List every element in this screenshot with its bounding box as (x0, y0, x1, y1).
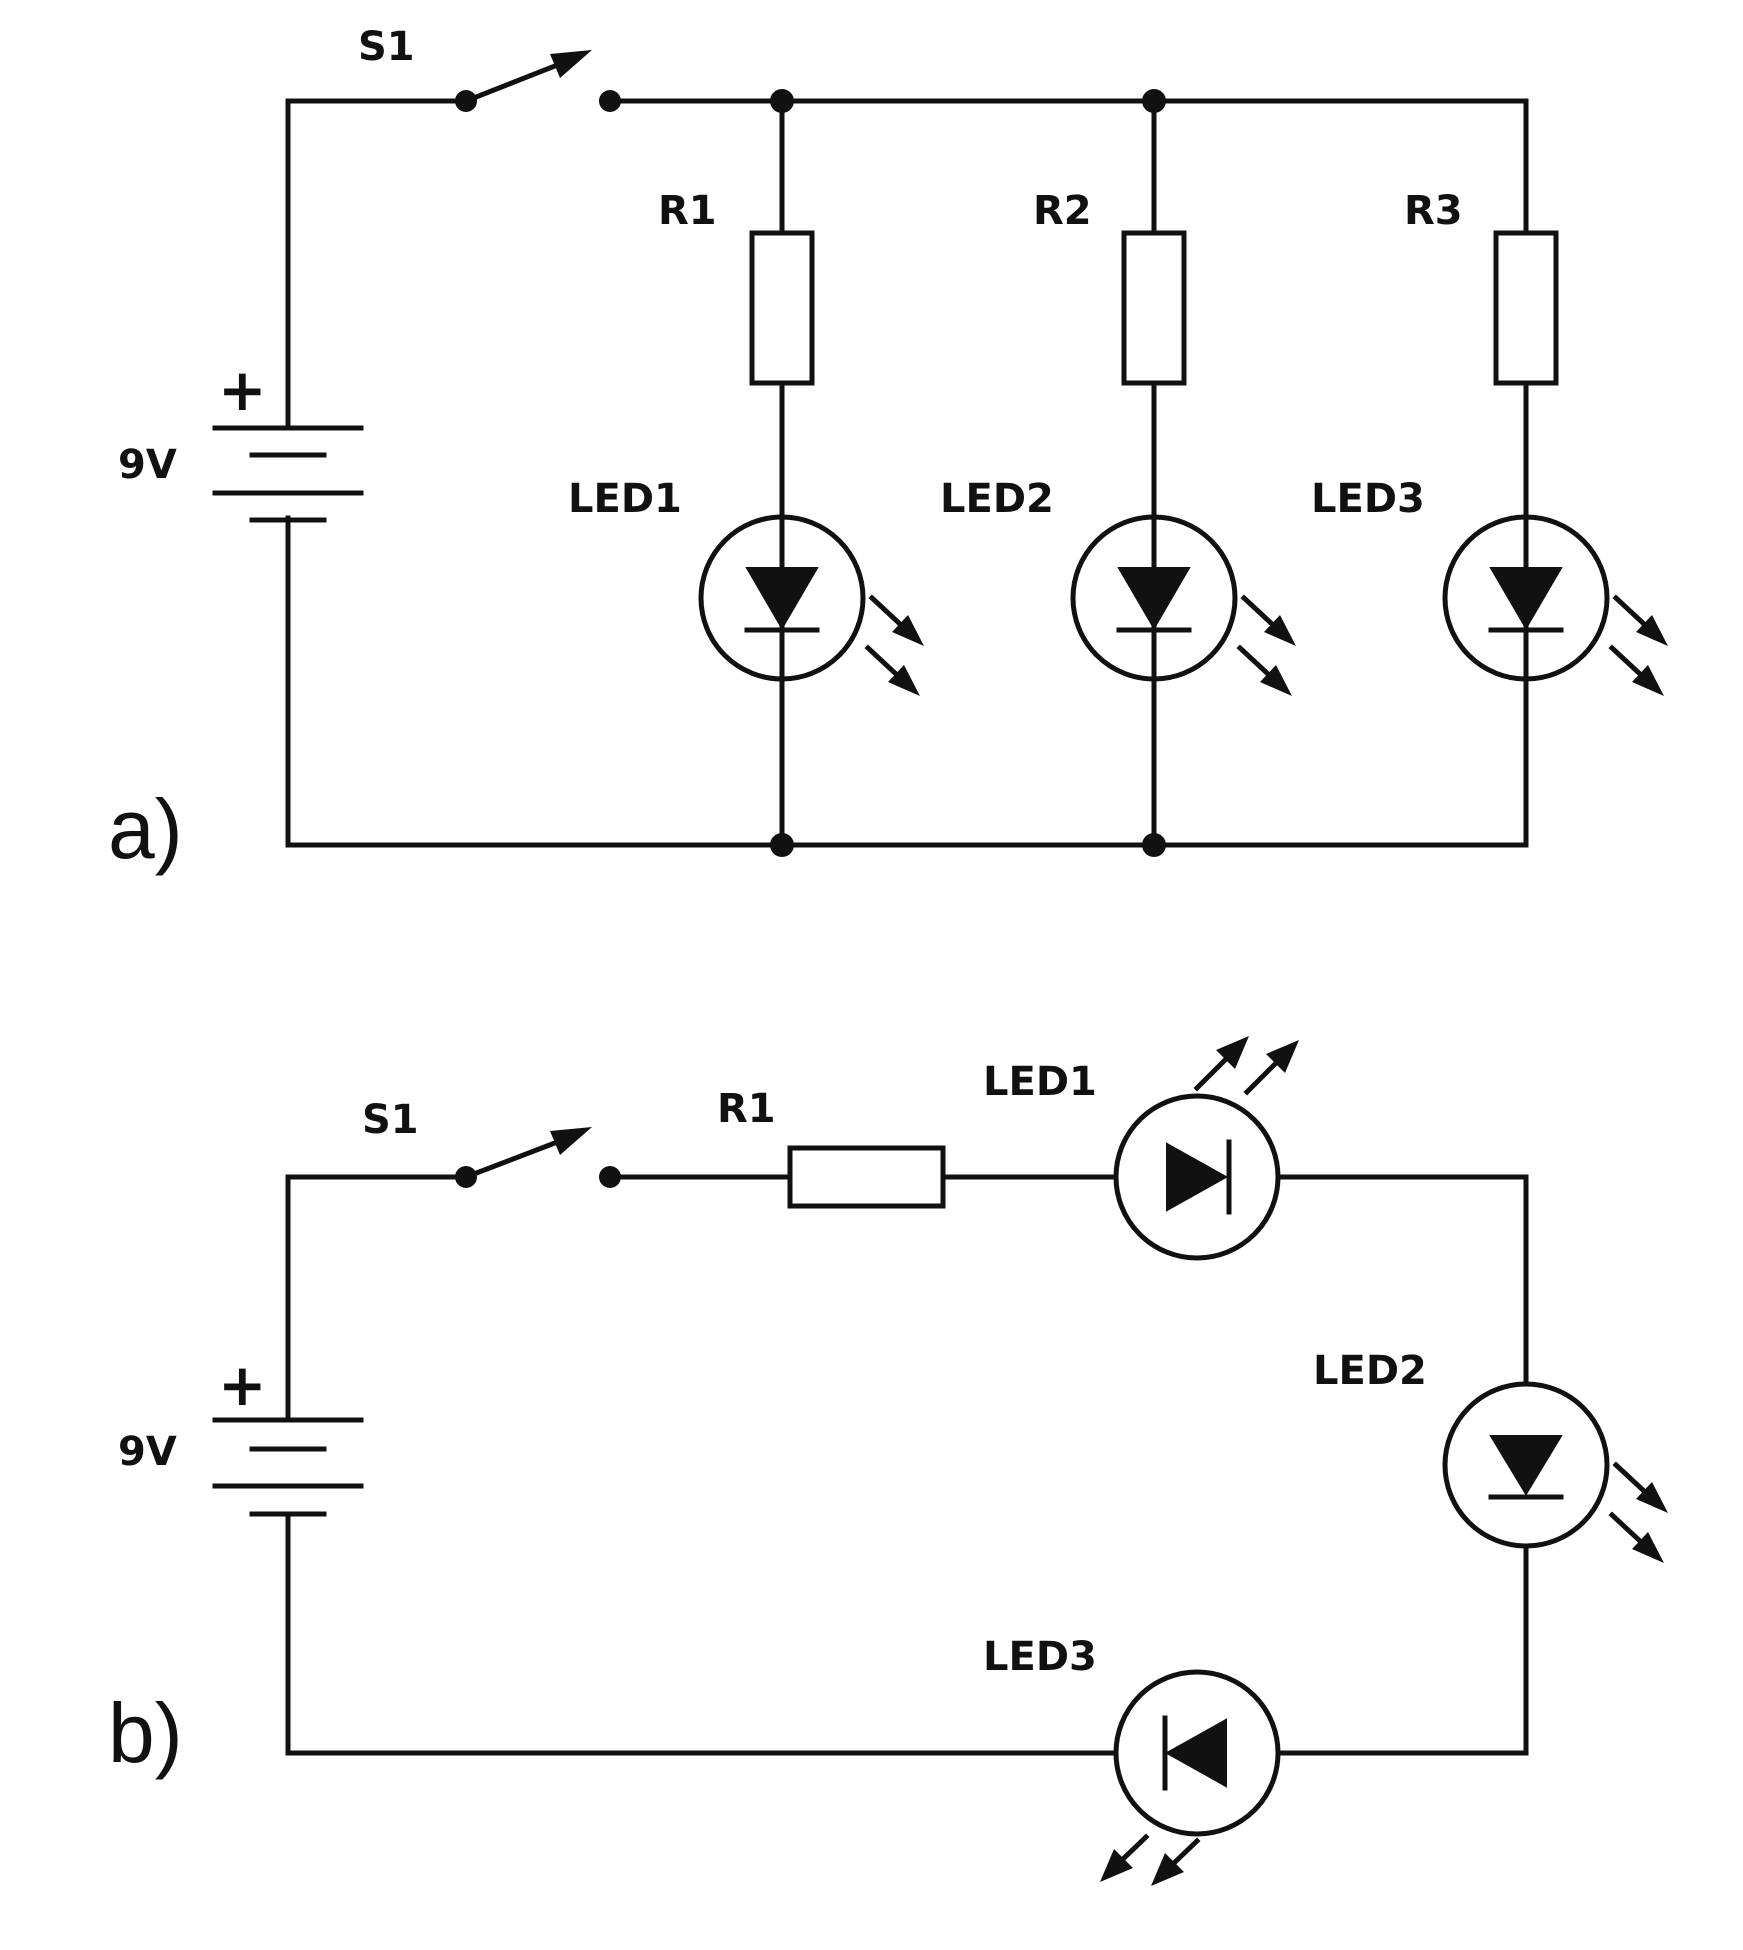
branch-2 (1070, 89, 1296, 857)
led2-symbol-b (1442, 1381, 1668, 1563)
led-label-led2: LED2 (940, 476, 1054, 522)
battery-plus-sign: + (218, 1351, 267, 1419)
circuit-b: b) + 9V S1 R1 (108, 1036, 1668, 1886)
battery-label: 9V (118, 1429, 177, 1475)
wire (285, 1174, 469, 1420)
switch-label: S1 (362, 1097, 419, 1143)
wire (285, 1513, 1117, 1756)
wire (285, 98, 1529, 848)
led1-symbol-b (1113, 1036, 1299, 1261)
panel-label-b: b) (108, 1686, 183, 1780)
led-label-led1: LED1 (568, 476, 682, 522)
resistor-label-r3: R3 (1404, 188, 1463, 234)
wire (1277, 1174, 1529, 1386)
switch-s1-b (455, 1127, 621, 1188)
wire (1277, 1544, 1529, 1756)
led3-symbol (1442, 514, 1668, 696)
led-label-led1: LED1 (983, 1059, 1097, 1105)
battery-9v (212, 425, 364, 523)
led-label-led3: LED3 (983, 1634, 1097, 1680)
branch-3 (1442, 98, 1668, 848)
switch-s1 (455, 50, 621, 112)
led2-symbol (1070, 514, 1296, 696)
led1-symbol (698, 514, 924, 696)
led-label-led3: LED3 (1311, 476, 1425, 522)
resistor-r1-b (787, 1145, 946, 1209)
panel-label-a: a) (108, 782, 183, 876)
battery-label: 9V (118, 442, 177, 488)
battery-plus-sign: + (218, 356, 267, 424)
switch-label: S1 (358, 24, 415, 70)
resistor-label-r2: R2 (1033, 188, 1092, 234)
resistor-label-r1: R1 (717, 1086, 776, 1132)
led3-symbol-b (1100, 1669, 1281, 1886)
wire (285, 98, 469, 429)
battery-9v-b (212, 1417, 364, 1517)
resistor-label-r1: R1 (658, 188, 717, 234)
branch-1 (698, 89, 924, 857)
circuit-a: a) + 9V S1 (108, 24, 1668, 876)
resistor-r2 (1121, 230, 1187, 386)
resistor-r1 (749, 230, 815, 386)
resistor-r3 (1493, 230, 1559, 386)
led-label-led2: LED2 (1313, 1348, 1427, 1394)
